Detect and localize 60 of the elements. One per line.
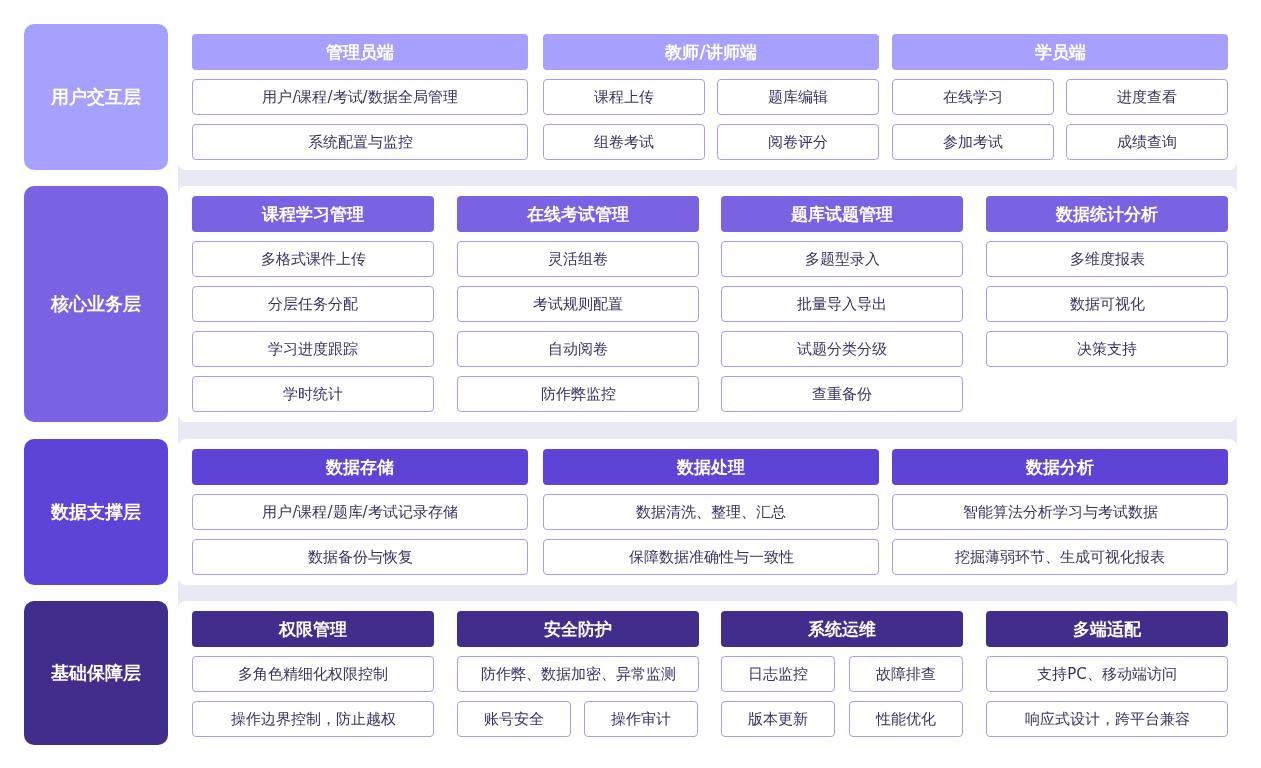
feature-box: 学时统计	[192, 376, 434, 412]
feature-box: 操作边界控制，防止越权	[192, 701, 434, 737]
group-header: 题库试题管理	[721, 196, 963, 232]
feature-box: 课程上传	[543, 79, 705, 115]
feature-box: 决策支持	[986, 331, 1228, 367]
feature-box: 考试规则配置	[457, 286, 699, 322]
feature-box: 多题型录入	[721, 241, 963, 277]
group-header: 系统运维	[721, 611, 963, 647]
feature-box: 挖掘薄弱环节、生成可视化报表	[892, 539, 1228, 575]
group-header: 多端适配	[986, 611, 1228, 647]
feature-box: 支持PC、移动端访问	[986, 656, 1228, 692]
group-header: 数据存储	[192, 449, 528, 485]
feature-box: 参加考试	[892, 124, 1054, 160]
layer-label-box: 数据支撑层	[24, 439, 168, 585]
feature-box: 批量导入导出	[721, 286, 963, 322]
feature-box: 数据可视化	[986, 286, 1228, 322]
feature-box: 多格式课件上传	[192, 241, 434, 277]
feature-box: 账号安全	[457, 701, 571, 737]
feature-box: 数据备份与恢复	[192, 539, 528, 575]
feature-box: 用户/课程/考试/数据全局管理	[192, 79, 528, 115]
feature-box: 组卷考试	[543, 124, 705, 160]
layer-label-box: 基础保障层	[24, 601, 168, 745]
group-header: 权限管理	[192, 611, 434, 647]
group-header: 管理员端	[192, 34, 528, 70]
feature-box: 用户/课程/题库/考试记录存储	[192, 494, 528, 530]
feature-box: 阅卷评分	[717, 124, 879, 160]
layer-label-box: 用户交互层	[24, 24, 168, 170]
feature-box: 响应式设计，跨平台兼容	[986, 701, 1228, 737]
feature-box: 保障数据准确性与一致性	[543, 539, 879, 575]
feature-box: 操作审计	[584, 701, 698, 737]
feature-box: 数据清洗、整理、汇总	[543, 494, 879, 530]
group-header: 课程学习管理	[192, 196, 434, 232]
feature-box: 进度查看	[1066, 79, 1228, 115]
feature-box: 日志监控	[721, 656, 835, 692]
feature-box: 智能算法分析学习与考试数据	[892, 494, 1228, 530]
feature-box: 灵活组卷	[457, 241, 699, 277]
group-header: 在线考试管理	[457, 196, 699, 232]
feature-box: 自动阅卷	[457, 331, 699, 367]
feature-box: 多维度报表	[986, 241, 1228, 277]
feature-box: 性能优化	[849, 701, 963, 737]
feature-box: 学习进度跟踪	[192, 331, 434, 367]
layer-label-box: 核心业务层	[24, 186, 168, 422]
feature-box: 系统配置与监控	[192, 124, 528, 160]
feature-box: 试题分类分级	[721, 331, 963, 367]
feature-box: 故障排查	[849, 656, 963, 692]
feature-box: 版本更新	[721, 701, 835, 737]
feature-box: 分层任务分配	[192, 286, 434, 322]
feature-box: 查重备份	[721, 376, 963, 412]
group-header: 数据统计分析	[986, 196, 1228, 232]
group-header: 教师/讲师端	[543, 34, 879, 70]
feature-box: 成绩查询	[1066, 124, 1228, 160]
group-header: 安全防护	[457, 611, 699, 647]
feature-box: 多角色精细化权限控制	[192, 656, 434, 692]
feature-box: 在线学习	[892, 79, 1054, 115]
group-header: 数据处理	[543, 449, 879, 485]
feature-box: 防作弊、数据加密、异常监测	[457, 656, 699, 692]
group-header: 数据分析	[892, 449, 1228, 485]
feature-box: 防作弊监控	[457, 376, 699, 412]
feature-box: 题库编辑	[717, 79, 879, 115]
group-header: 学员端	[892, 34, 1228, 70]
